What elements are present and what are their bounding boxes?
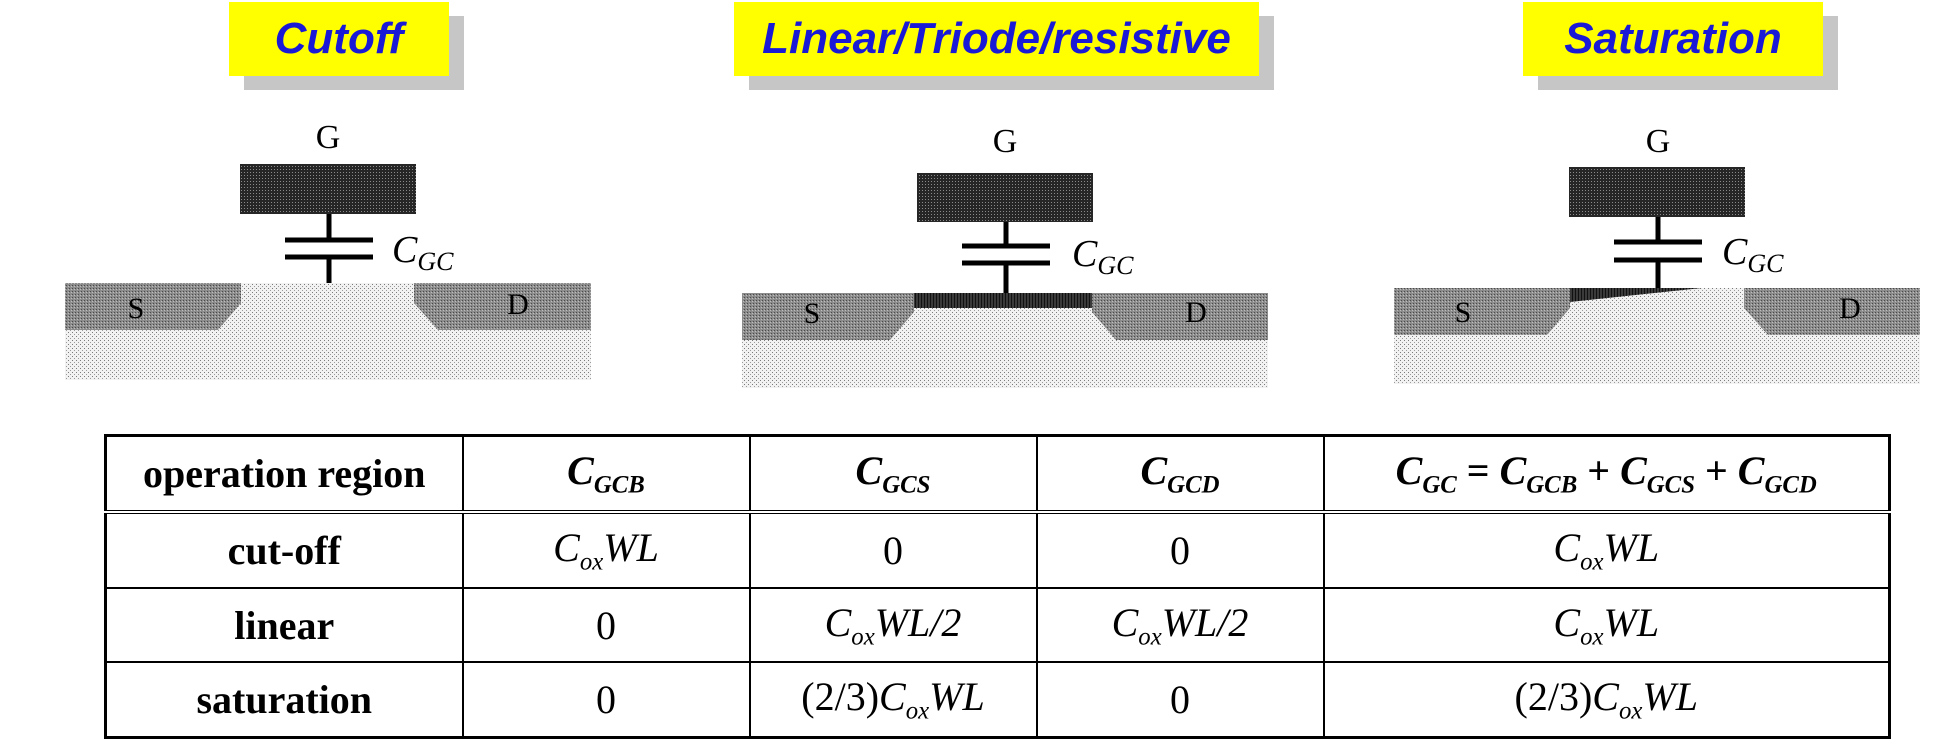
source-region	[742, 293, 914, 340]
drain-region	[1092, 293, 1268, 340]
drain-label: D	[507, 288, 529, 321]
cell-cgcs: 0	[748, 511, 1038, 589]
gate-label: G	[993, 123, 1018, 160]
row-region: linear	[104, 586, 464, 664]
cell-cgcb: CoxWL	[461, 511, 751, 589]
table-row-saturation: saturation 0 (2/3)CoxWL 0 (2/3)CoxWL	[104, 661, 1891, 739]
table-row-linear: linear 0 CoxWL/2 CoxWL/2 CoxWL	[104, 586, 1891, 664]
gate-electrode	[917, 173, 1093, 222]
device-saturation: G S D CGC	[1394, 123, 1920, 384]
header-cgcs: CGCS	[748, 434, 1038, 515]
title-saturation-label: Saturation	[1523, 2, 1823, 76]
cell-cgcd: 0	[1035, 661, 1325, 739]
device-linear: G S D CGC	[742, 123, 1268, 388]
header-cgcb: CGCB	[461, 434, 751, 515]
title-linear-label: Linear/Triode/resistive	[734, 2, 1259, 76]
cell-cgc-total: CoxWL	[1322, 511, 1891, 589]
source-label: S	[128, 292, 145, 325]
gate-label: G	[1646, 123, 1671, 160]
drain-region	[414, 283, 591, 330]
source-label: S	[804, 297, 821, 330]
cgc-label: CGC	[1722, 231, 1784, 278]
gate-label: G	[316, 119, 341, 156]
cell-cgcb: 0	[461, 586, 751, 664]
cgc-label: CGC	[392, 229, 454, 276]
device-cutoff: G S D CGC	[65, 119, 591, 380]
inversion-channel	[914, 293, 1092, 308]
pinched-channel	[1570, 288, 1702, 302]
cell-cgcs: (2/3)CoxWL	[748, 661, 1038, 739]
table-header-row: operation region CGCB CGCS CGCD CGC = CG…	[104, 434, 1891, 515]
capacitor-symbol	[1614, 217, 1702, 288]
title-cutoff-label: Cutoff	[229, 2, 449, 76]
source-label: S	[1455, 296, 1472, 329]
drain-label: D	[1839, 292, 1861, 325]
cell-cgcb: 0	[461, 661, 751, 739]
gate-electrode	[1569, 167, 1745, 217]
drain-region	[1744, 288, 1920, 335]
cell-cgc-total: CoxWL	[1322, 586, 1891, 664]
cell-cgcs: CoxWL/2	[748, 586, 1038, 664]
table-row-cutoff: cut-off CoxWL 0 0 CoxWL	[104, 511, 1891, 589]
row-region: saturation	[104, 661, 464, 739]
drain-label: D	[1185, 296, 1207, 329]
row-region: cut-off	[104, 511, 464, 589]
header-cgc-total: CGC = CGCB + CGCS + CGCD	[1322, 434, 1891, 515]
cell-cgc-total: (2/3)CoxWL	[1322, 661, 1891, 739]
capacitor-symbol	[285, 214, 373, 283]
cgc-label: CGC	[1072, 233, 1134, 280]
cell-cgcd: 0	[1035, 511, 1325, 589]
mos-diagrams: G S D CGC G S D CGC G	[65, 119, 1920, 388]
source-region	[65, 283, 241, 330]
gate-electrode	[240, 164, 416, 214]
capacitor-symbol	[962, 222, 1050, 293]
header-cgcd: CGCD	[1035, 434, 1325, 515]
capacitance-table: operation region CGCB CGCS CGCD CGC = CG…	[104, 434, 1891, 739]
source-region	[1394, 288, 1570, 335]
header-operation-region: operation region	[104, 434, 464, 515]
cell-cgcd: CoxWL/2	[1035, 586, 1325, 664]
